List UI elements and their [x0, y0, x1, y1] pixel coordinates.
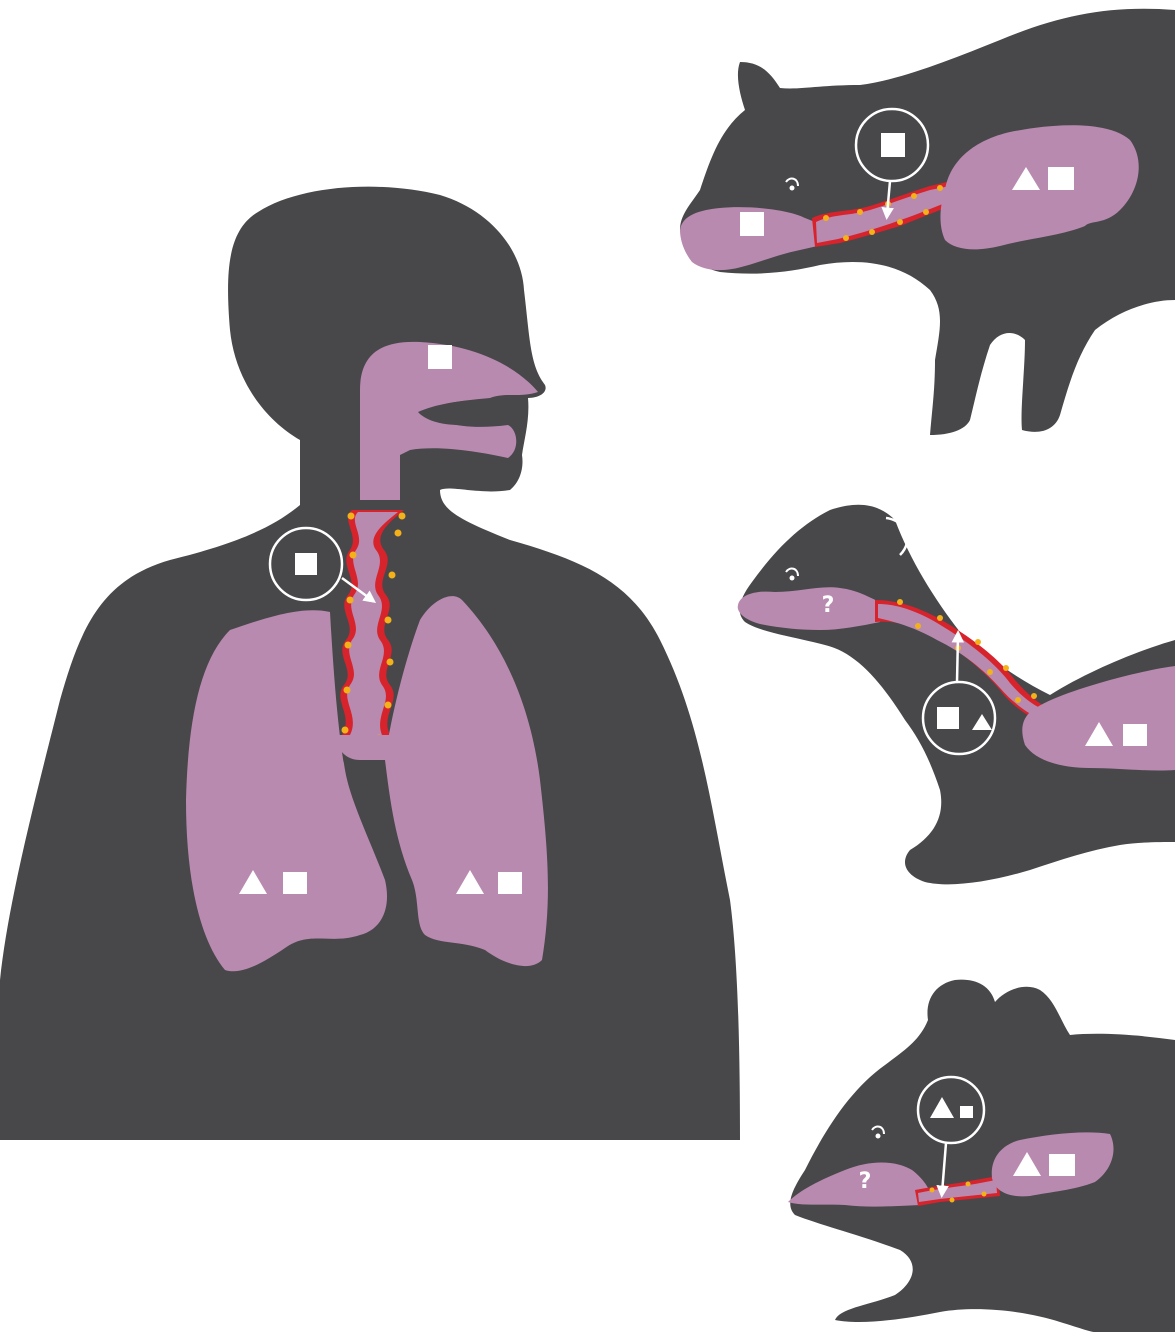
mouse-upper-airway-markers: ?	[859, 1169, 872, 1194]
filled-square-icon	[937, 707, 959, 729]
question-mark-icon: ?	[822, 593, 835, 618]
ferret-upper-airway	[738, 587, 880, 630]
human-upper-airway-markers	[428, 345, 452, 369]
filled-square-icon	[1123, 724, 1147, 746]
pig-figure	[680, 9, 1175, 435]
filled-square-icon	[498, 872, 522, 894]
mouse-silhouette	[790, 980, 1175, 1332]
arrow-icon	[957, 635, 958, 682]
ferret-upper-airway-markers: ?	[822, 593, 835, 618]
human-figure	[0, 187, 740, 1140]
ferret-figure: ?	[738, 505, 1175, 885]
filled-square-icon	[740, 212, 764, 236]
human-respiratory-tract	[186, 342, 548, 971]
pig-upper-airway-markers	[740, 212, 764, 236]
filled-square-icon	[1049, 1154, 1075, 1176]
filled-square-icon	[283, 872, 307, 894]
filled-square-icon	[295, 553, 317, 575]
filled-square-icon	[881, 133, 905, 157]
question-mark-icon: ?	[859, 1169, 872, 1194]
mouse-figure: ?	[788, 980, 1175, 1332]
filled-square-icon	[960, 1106, 973, 1118]
filled-square-icon	[1048, 167, 1074, 190]
